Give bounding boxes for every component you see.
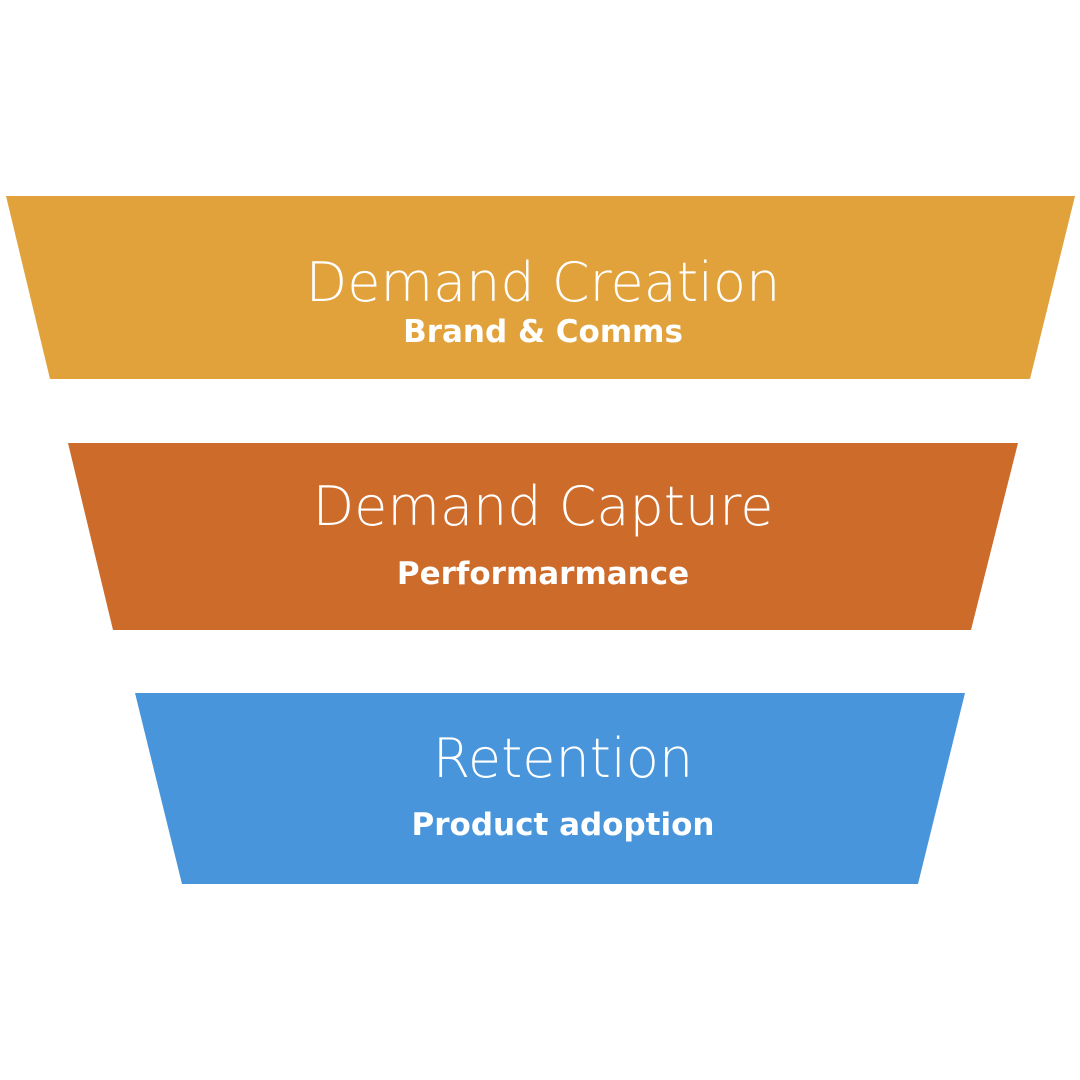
- stage-shape: [6, 196, 1075, 379]
- stage-shape: [68, 443, 1018, 630]
- funnel-stage-retention: Retention Product adoption: [135, 693, 965, 884]
- funnel-stage-demand-capture: Demand Capture Performarmance: [68, 443, 1018, 630]
- stage-title: Retention: [433, 727, 693, 790]
- stage-shape: [135, 693, 965, 884]
- stage-subtitle: Product adoption: [412, 807, 715, 843]
- stage-title: Demand Creation: [306, 251, 781, 314]
- stage-subtitle: Performarmance: [397, 556, 689, 592]
- stage-subtitle: Brand & Comms: [403, 314, 683, 350]
- stage-title: Demand Capture: [313, 475, 774, 538]
- funnel-stage-demand-creation: Demand Creation Brand & Comms: [6, 196, 1075, 379]
